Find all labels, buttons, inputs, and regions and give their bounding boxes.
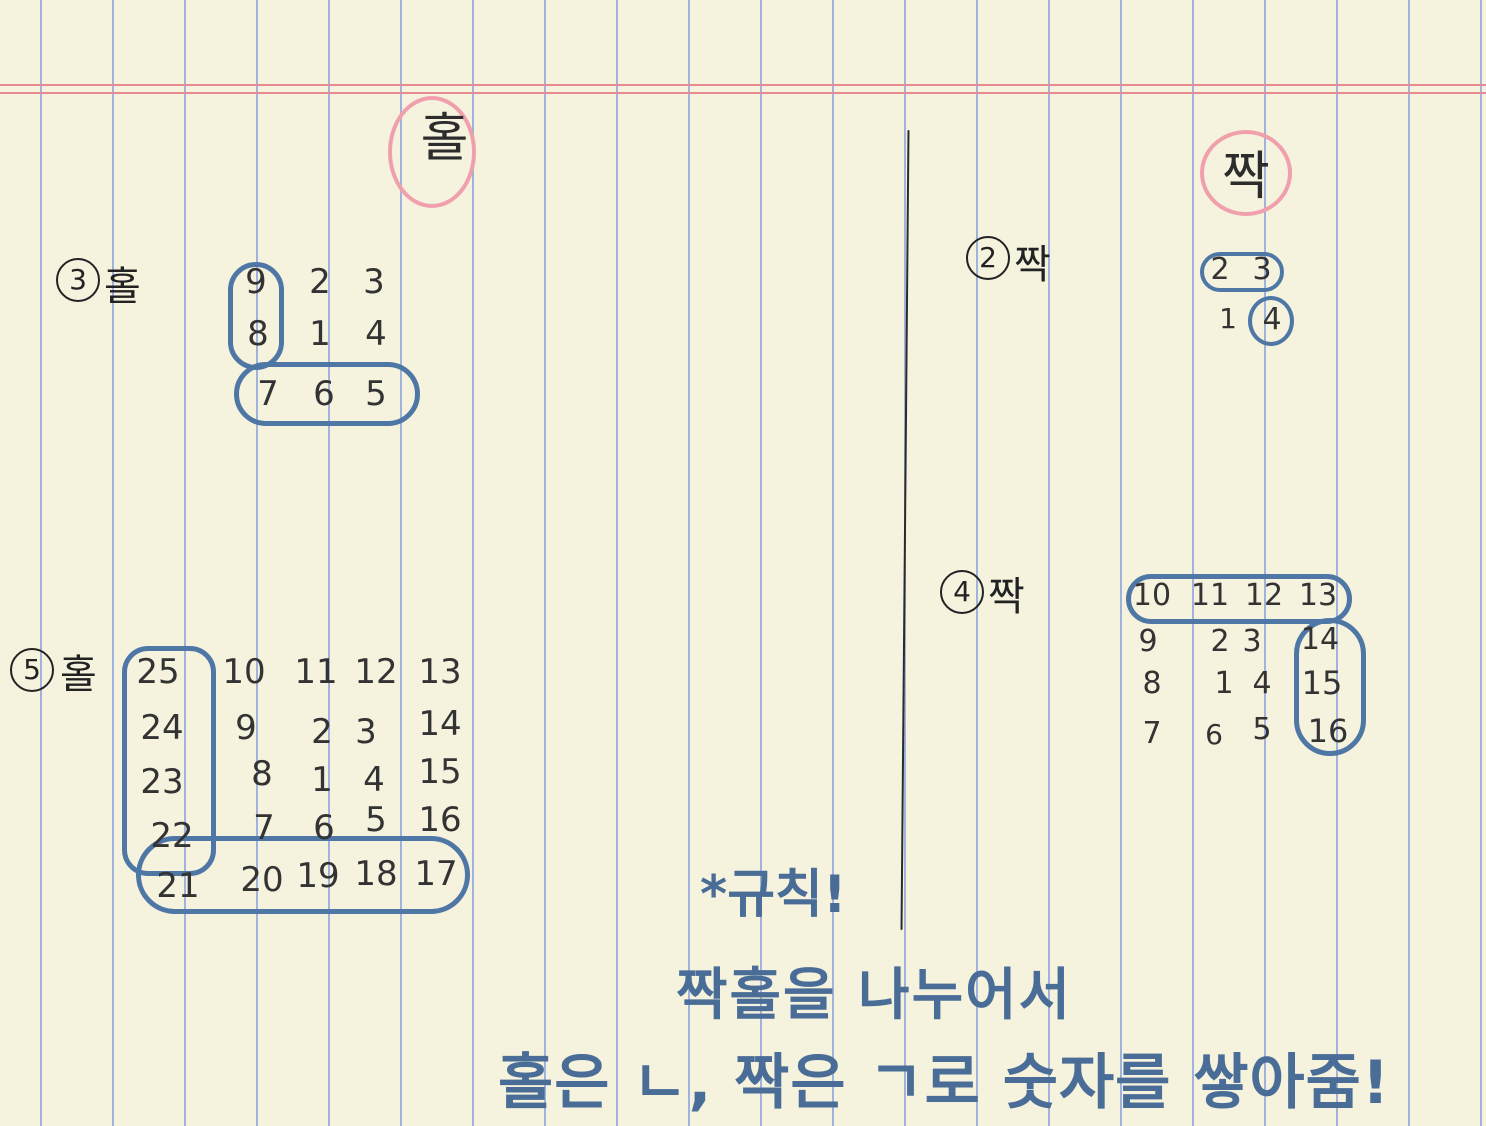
grid4-cell: 6 (1205, 718, 1223, 751)
rule-line-1: 짝홀을 나누어서 (676, 963, 1073, 1028)
grid5-cell: 7 (253, 808, 275, 848)
grid4-cell: 9 (1138, 624, 1158, 659)
grid4-cell: 12 (1244, 578, 1284, 613)
even-header-ring (1200, 130, 1292, 216)
odd-header-ring (388, 96, 476, 208)
grid4-cell: 1 (1214, 666, 1234, 701)
label-word: 짝 (1014, 242, 1051, 288)
even-header: 짝 (1222, 147, 1270, 207)
grid3-cell: 8 (247, 314, 269, 354)
highlight-row-bottom (136, 836, 470, 914)
grid5-cell: 2 (311, 712, 333, 752)
grid5-cell: 21 (156, 866, 200, 906)
grid3-cell: 1 (309, 314, 331, 354)
grid3-cell: 3 (363, 262, 385, 302)
grid5-cell: 25 (136, 652, 180, 692)
grid4-cell: 14 (1300, 622, 1340, 657)
grid4-cell: 2 (1210, 624, 1230, 659)
grid2-cell: 3 (1252, 252, 1272, 287)
highlight-row-bottom (234, 362, 420, 426)
rule-title: *규칙! (700, 865, 847, 925)
highlight-column-right (1294, 618, 1366, 756)
grid2-cell: 4 (1262, 302, 1282, 337)
grid4-cell: 8 (1142, 666, 1162, 701)
grid3-cell: 4 (365, 314, 387, 354)
grid5-cell: 13 (418, 652, 462, 692)
grid5-cell: 16 (418, 800, 462, 840)
grid4-cell: 4 (1252, 666, 1272, 701)
highlight-row-top (1126, 574, 1352, 624)
grid5-cell: 9 (235, 708, 257, 748)
margin-line-top (0, 84, 1486, 86)
grid5-cell: 10 (222, 652, 266, 692)
rule-line-2: 홀은 ㄴ, 짝은 ㄱ로 숫자를 쌓아줌! (498, 1048, 1391, 1118)
grid4-cell: 15 (1301, 664, 1343, 702)
label-word: 홀 (60, 652, 97, 698)
label-word: 짝 (988, 574, 1025, 620)
grid5-cell: 14 (418, 704, 462, 744)
grid3-cell: 9 (245, 262, 267, 302)
highlight-row-top (1200, 252, 1284, 292)
grid5-cell: 12 (354, 652, 398, 692)
grid5-cell: 23 (140, 762, 184, 802)
grid5-cell: 17 (414, 854, 458, 894)
grid4-cell: 13 (1298, 578, 1338, 613)
grid5-cell: 15 (418, 752, 462, 792)
grid4-cell: 11 (1190, 578, 1230, 613)
grid3-cell: 6 (313, 374, 335, 414)
grid5-cell: 8 (251, 754, 273, 794)
grid5-cell: 11 (294, 652, 338, 692)
grid5-cell: 5 (365, 800, 387, 840)
grid5-cell: 20 (240, 860, 284, 900)
odd-header: 홀 (409, 110, 469, 162)
grid2-cell: 2 (1210, 252, 1230, 287)
grid4-cell: 16 (1307, 712, 1349, 750)
grid4-cell: 10 (1132, 578, 1172, 613)
grid3-cell: 2 (309, 262, 331, 302)
grid3-cell: 7 (257, 374, 279, 414)
grid3-cell: 5 (365, 374, 387, 414)
margin-line-bottom (0, 92, 1486, 94)
grid5-cell: 22 (150, 816, 194, 856)
label-word: 홀 (104, 264, 141, 310)
grid2-cell: 1 (1219, 302, 1237, 335)
grid4-cell: 3 (1242, 624, 1262, 659)
grid5-cell: 6 (313, 808, 335, 848)
circled-number: 5 (10, 648, 54, 692)
circled-number: 2 (966, 236, 1010, 280)
circled-number: 3 (56, 258, 100, 302)
grid5-cell: 24 (140, 708, 184, 748)
grid5-cell: 4 (363, 760, 385, 800)
grid5-cell: 1 (311, 760, 333, 800)
center-divider (900, 130, 910, 930)
grid4-cell: 5 (1252, 712, 1272, 747)
highlight-cell (1248, 296, 1294, 346)
grid4-cell: 7 (1142, 716, 1162, 751)
grid5-cell: 3 (355, 712, 377, 752)
circled-number: 4 (940, 570, 984, 614)
grid5-cell: 18 (354, 854, 398, 894)
grid5-cell: 19 (296, 856, 340, 896)
